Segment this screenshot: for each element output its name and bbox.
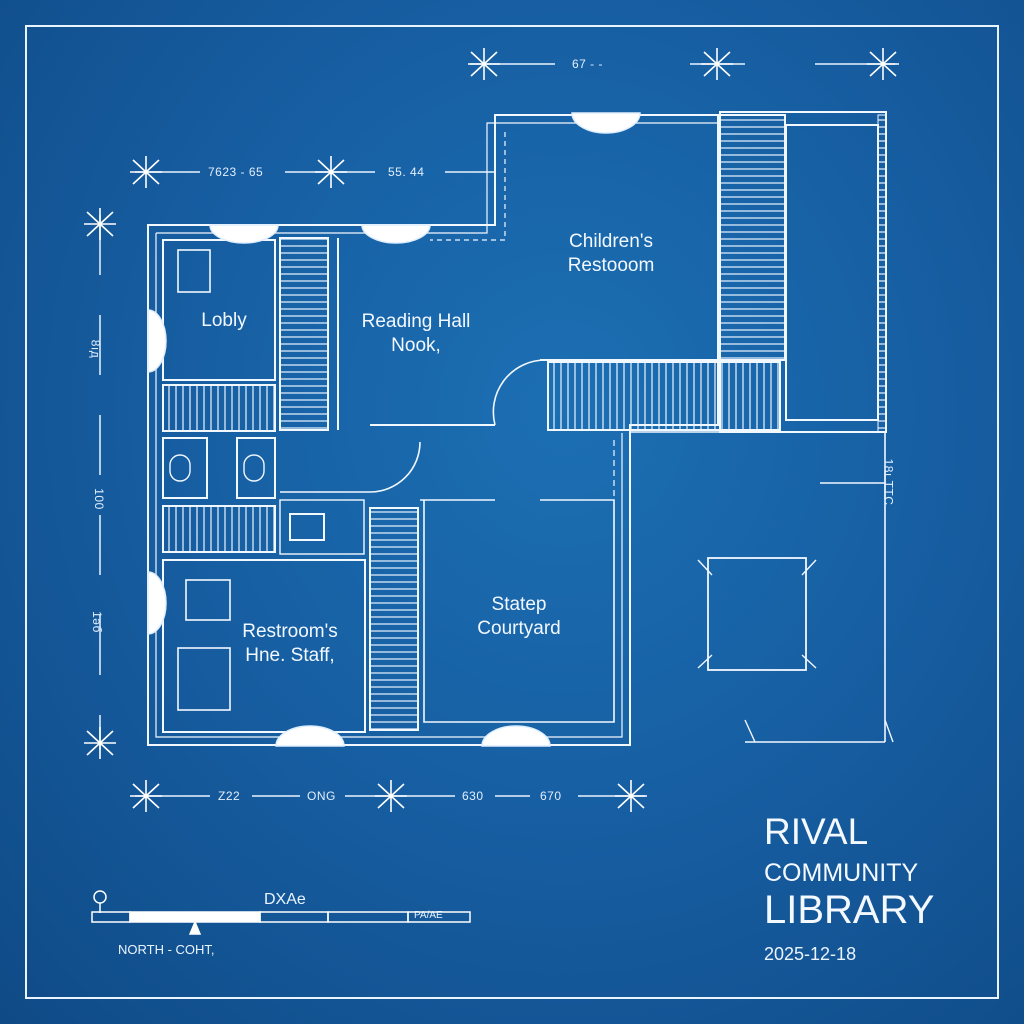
dim-marker — [130, 156, 162, 188]
title-line-3: LIBRARY — [764, 888, 935, 932]
dim-marker — [84, 208, 116, 240]
storage-room — [279, 499, 365, 555]
staff-room-outline — [162, 559, 366, 733]
stair-bridge — [547, 361, 781, 431]
dim-label-right: 18ı ТТС — [881, 458, 896, 506]
dim-marker — [615, 780, 647, 812]
scale-bar-seg-5 — [407, 911, 471, 923]
scale-label-north: NORTH - COHT, — [118, 942, 215, 957]
door-bottom-2 — [481, 725, 551, 747]
lobby-room-outline — [162, 239, 276, 381]
pavilion-ticks — [697, 559, 817, 669]
dim-label-bottom-4: 670 — [540, 789, 562, 803]
north-marker — [93, 890, 107, 904]
door-top-1 — [209, 224, 279, 244]
door-bottom-1 — [275, 725, 345, 747]
scale-pointer — [188, 920, 202, 935]
inner-wall-offset-left — [155, 233, 623, 738]
door-left-1 — [147, 309, 167, 373]
arrow-ticks — [744, 719, 894, 743]
room-label-childrens: Children's Restooom — [567, 231, 655, 276]
courtyard-wall — [420, 499, 615, 723]
dim-marker — [375, 780, 407, 812]
door-left-2 — [147, 571, 167, 635]
dim-marker — [701, 48, 733, 80]
scale-label-mid: DXAe — [264, 891, 306, 908]
title-line-2: COMMUNITY — [764, 859, 919, 887]
dim-label-bottom-1: Z22 — [218, 789, 241, 803]
staff-furniture-1 — [185, 579, 231, 621]
stair-lobby — [279, 237, 329, 431]
dim-marker — [315, 156, 347, 188]
dim-label-top-right: 67 - - — [572, 57, 604, 71]
staff-furniture-2 — [177, 647, 231, 711]
lobby-furniture — [177, 249, 211, 293]
door-top-2 — [361, 224, 431, 244]
dim-marker — [867, 48, 899, 80]
right-wing-inner — [785, 124, 879, 421]
room-label-lobby: Lobly — [201, 310, 247, 331]
room-label-staff-restroom: Restroom's Hne. Staff, — [242, 621, 338, 666]
dim-marker — [130, 780, 162, 812]
dim-label-top-left: 7623 - 65 — [208, 165, 264, 179]
stair-horizontal-1 — [162, 384, 276, 432]
dim-label-bottom-2: ONG — [307, 789, 336, 803]
scale-bar-seg-4 — [327, 911, 409, 923]
exterior-line — [630, 431, 886, 743]
toilet-icon-1 — [169, 454, 191, 482]
dim-label-top-left-b: 55. 44 — [388, 165, 425, 179]
exterior-pavilion — [707, 557, 807, 671]
stair-horizontal-2 — [162, 505, 276, 553]
toilet-stall-2 — [236, 437, 276, 499]
desk-box — [289, 513, 325, 541]
dim-label-left-2: 100 — [91, 488, 106, 510]
title-date: 2025-12-18 — [764, 944, 857, 964]
door-swing-curve-2 — [280, 441, 421, 493]
door-swing-curve — [492, 359, 546, 426]
stair-center — [369, 507, 419, 731]
dim-marker — [468, 48, 500, 80]
dim-label-left-3: 1əб — [89, 611, 104, 633]
dim-label-left-1: 8ıд — [88, 339, 103, 359]
right-stair-vertical — [719, 114, 786, 361]
children-dashed-line — [430, 132, 506, 241]
door-top-3 — [571, 112, 641, 134]
sheet-border — [25, 25, 999, 999]
scale-label-end: PA/AE — [414, 910, 443, 921]
toilet-icon-2 — [243, 454, 265, 482]
dim-label-bottom-3: 630 — [462, 789, 484, 803]
dim-marker — [84, 727, 116, 759]
scale-bar-seg-1 — [91, 911, 131, 923]
title-line-1: RIVAL — [764, 811, 869, 852]
toilet-stall-1 — [162, 437, 208, 499]
room-label-courtyard: Statep Courtyard — [477, 594, 561, 639]
reading-hall-wall — [337, 238, 718, 430]
right-wing-edge — [877, 114, 887, 433]
room-label-reading-hall: Reading Hall Nook, — [361, 311, 471, 356]
scale-bar-seg-3 — [259, 911, 329, 923]
